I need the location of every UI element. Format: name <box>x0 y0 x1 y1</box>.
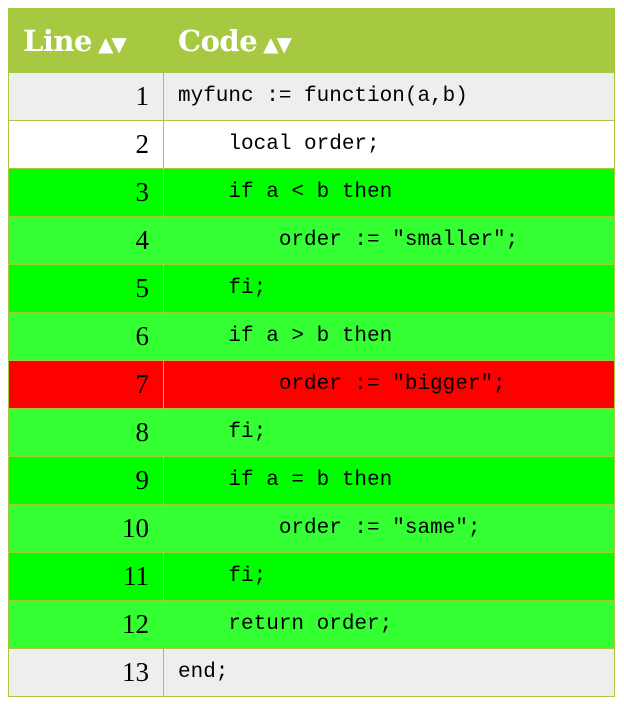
code-cell: myfunc := function(a,b) <box>163 72 615 121</box>
table-row: 3 if a < b then <box>8 168 615 217</box>
line-number-cell: 9 <box>8 456 164 505</box>
table-header: Line▲▼ Code▲▼ <box>8 8 615 73</box>
table-row: 5 fi; <box>8 264 615 313</box>
table-row: 10 order := "same"; <box>8 504 615 553</box>
line-number-cell: 8 <box>8 408 164 457</box>
line-number-cell: 10 <box>8 504 164 553</box>
line-number-cell: 1 <box>8 72 164 121</box>
line-number-cell: 4 <box>8 216 164 265</box>
line-number-cell: 6 <box>8 312 164 361</box>
table-row: 11 fi; <box>8 552 615 601</box>
code-cell: if a > b then <box>163 312 615 361</box>
code-column-header[interactable]: Code▲▼ <box>163 8 615 73</box>
line-number-cell: 11 <box>8 552 164 601</box>
code-cell: order := "smaller"; <box>163 216 615 265</box>
code-cell: end; <box>163 648 615 697</box>
code-cell: fi; <box>163 552 615 601</box>
code-cell: if a = b then <box>163 456 615 505</box>
line-number-cell: 13 <box>8 648 164 697</box>
code-cell: return order; <box>163 600 615 649</box>
code-cell: order := "bigger"; <box>163 360 615 409</box>
code-column-label: Code <box>178 23 258 58</box>
table-row: 2 local order; <box>8 120 615 169</box>
code-cell: if a < b then <box>163 168 615 217</box>
line-number-cell: 12 <box>8 600 164 649</box>
table-row: 6 if a > b then <box>8 312 615 361</box>
table-row: 7 order := "bigger"; <box>8 360 615 409</box>
table-row: 9 if a = b then <box>8 456 615 505</box>
code-cell: fi; <box>163 408 615 457</box>
code-cell: order := "same"; <box>163 504 615 553</box>
line-column-label: Line <box>23 23 92 58</box>
line-number-cell: 7 <box>8 360 164 409</box>
table-row: 12 return order; <box>8 600 615 649</box>
sort-arrows-icon[interactable]: ▲▼ <box>263 31 292 56</box>
sort-arrows-icon[interactable]: ▲▼ <box>97 31 127 56</box>
line-number-cell: 5 <box>8 264 164 313</box>
code-cell: local order; <box>163 120 615 169</box>
code-cell: fi; <box>163 264 615 313</box>
header-row: Line▲▼ Code▲▼ <box>8 8 615 73</box>
line-number-cell: 2 <box>8 120 164 169</box>
line-number-cell: 3 <box>8 168 164 217</box>
table-row: 4 order := "smaller"; <box>8 216 615 265</box>
line-column-header[interactable]: Line▲▼ <box>8 8 164 73</box>
table-row: 8 fi; <box>8 408 615 457</box>
